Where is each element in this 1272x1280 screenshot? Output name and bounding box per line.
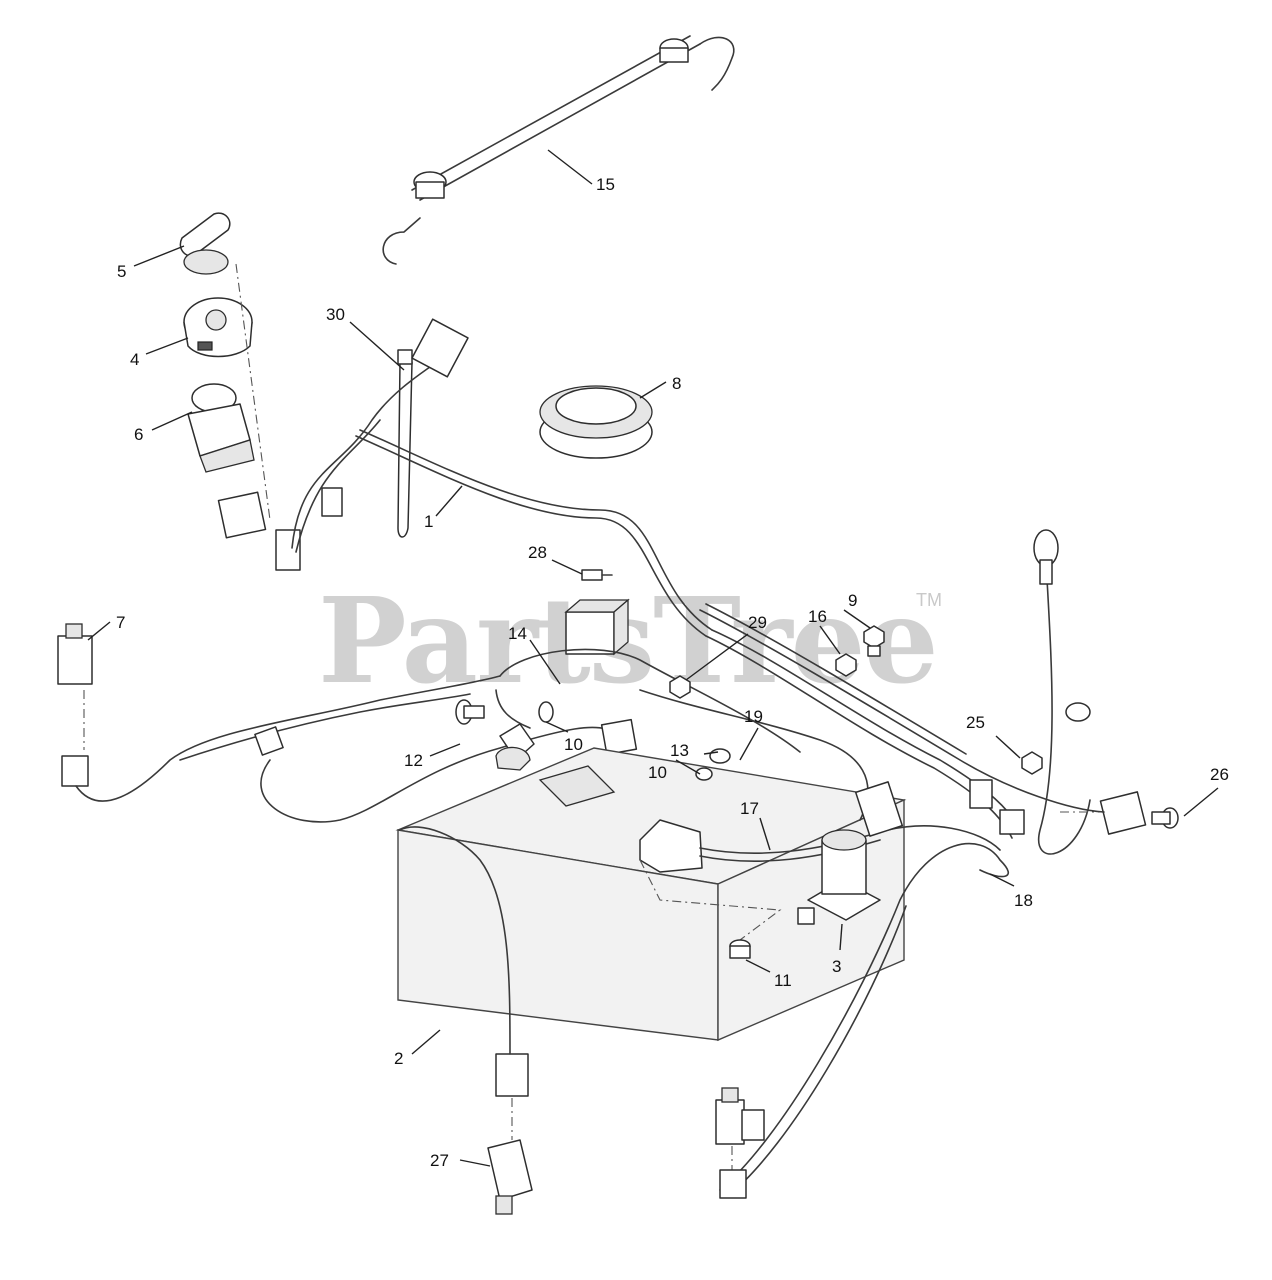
callout-13: 13 [670, 741, 689, 760]
connector-left-harness[interactable] [217, 263, 343, 571]
callout-6: 6 [134, 425, 143, 444]
callout-7: 7 [116, 613, 125, 632]
part-26-bolt[interactable] [1151, 807, 1179, 829]
callout-8: 8 [672, 374, 681, 393]
part-10-washer-upper[interactable] [538, 701, 554, 723]
ring-terminal-cable[interactable] [1033, 529, 1091, 855]
callout-27: 27 [430, 1151, 449, 1170]
harness-left-run-2 [179, 693, 471, 761]
watermark-trademark: TM [916, 590, 942, 610]
callout-16: 16 [808, 607, 827, 626]
part-19-harness[interactable] [639, 689, 869, 821]
part-10-washer-lower[interactable] [695, 767, 713, 781]
positive-terminal-cover[interactable] [495, 723, 535, 771]
part-1-main-harness[interactable] [291, 318, 1021, 839]
callout-5: 5 [117, 262, 126, 281]
part-29-nut[interactable] [669, 675, 691, 699]
callout-12: 12 [404, 751, 423, 770]
part-14-cable[interactable] [499, 648, 801, 753]
harness-right-run [699, 609, 1105, 813]
connector-mid[interactable] [600, 718, 638, 756]
part-4-ignition-switch[interactable] [183, 297, 253, 358]
part-8-grommet[interactable] [539, 385, 653, 459]
callout-11: 11 [774, 971, 792, 990]
callout-14: 14 [508, 624, 527, 643]
part-9-bolt[interactable] [863, 625, 885, 657]
connector-19[interactable] [854, 781, 904, 837]
callout-26: 26 [1210, 765, 1229, 784]
callout-30: 30 [326, 305, 345, 324]
callout-labels: 1 2 3 4 5 6 7 8 9 10 10 11 12 13 14 15 1… [116, 175, 1229, 1170]
connector-left-mid[interactable] [254, 726, 284, 756]
part-12-bolt[interactable] [455, 699, 485, 725]
callout-1: 1 [424, 512, 433, 531]
callout-4: 4 [130, 350, 139, 369]
part-5-ignition-key[interactable] [179, 212, 231, 275]
callout-29: 29 [748, 613, 767, 632]
seat-switch-lower-right[interactable] [715, 1087, 765, 1199]
callout-18: 18 [1014, 891, 1033, 910]
part-11-bolt[interactable] [729, 939, 751, 959]
callout-28: 28 [528, 543, 547, 562]
part-28-bolt[interactable] [581, 569, 613, 581]
leader-lines [87, 149, 1219, 1167]
part-3-solenoid[interactable] [797, 829, 881, 925]
part-25-nut[interactable] [1021, 751, 1043, 775]
harness-loop [260, 726, 617, 823]
callout-3: 3 [832, 957, 841, 976]
part-15-hook-rod[interactable] [382, 35, 735, 265]
callout-9: 9 [848, 591, 857, 610]
part-7-switch[interactable] [57, 623, 93, 787]
part-27-switch[interactable] [487, 1053, 533, 1215]
callout-2: 2 [394, 1049, 403, 1068]
part-13-washer[interactable] [709, 748, 731, 764]
part-6-push-button[interactable] [187, 383, 255, 473]
part-18-harness[interactable] [719, 842, 1009, 1191]
battery-ground-dashline [639, 859, 782, 941]
part-27-lead [399, 826, 511, 1055]
callout-10-upper: 10 [564, 735, 583, 754]
harness-left-run [75, 675, 501, 802]
part-16-nut[interactable] [835, 653, 857, 677]
part-30-cable-tie[interactable] [397, 349, 413, 538]
connector-right-harness[interactable] [969, 779, 1147, 835]
callout-17: 17 [740, 799, 759, 818]
callout-25: 25 [966, 713, 985, 732]
callout-15: 15 [596, 175, 615, 194]
callout-10-lower: 10 [648, 763, 667, 782]
callout-19: 19 [744, 707, 763, 726]
relay-module[interactable] [564, 598, 630, 656]
